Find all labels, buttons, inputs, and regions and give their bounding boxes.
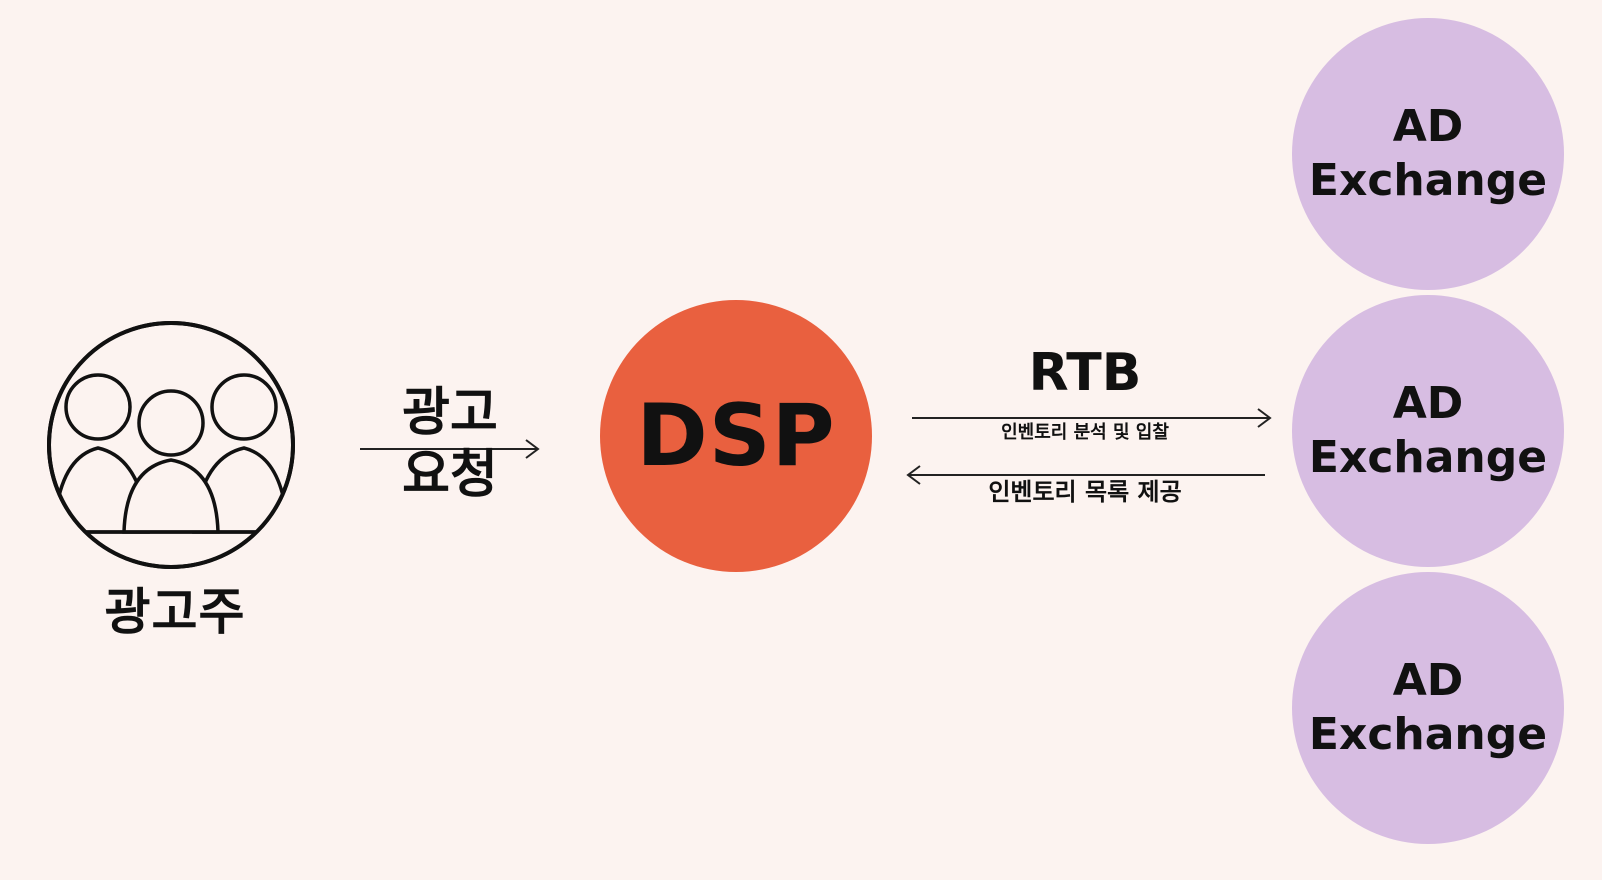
advertiser-label: 광고주 — [104, 583, 246, 641]
ad-request-label: 광고 요청 — [390, 382, 510, 506]
ad-exchange-line1: AD — [1392, 655, 1464, 706]
bid-arrow — [912, 408, 1272, 428]
ad-exchange-node: AD Exchange — [1292, 18, 1564, 290]
ad-exchange-line2: Exchange — [1308, 155, 1548, 206]
ad-exchange-line2: Exchange — [1308, 432, 1548, 483]
rtb-title: RTB — [1028, 343, 1142, 403]
inventory-arrow — [906, 465, 1265, 485]
ad-request-line1: 광고 — [402, 383, 498, 443]
inventory-list-label: 인벤토리 목록 제공 — [988, 478, 1182, 506]
dsp-node: DSP — [600, 300, 872, 572]
users-group-icon — [47, 321, 295, 569]
dsp-label: DSP — [636, 386, 836, 486]
ad-exchange-line2: Exchange — [1308, 709, 1548, 760]
ad-exchange-line1: AD — [1392, 378, 1464, 429]
ad-exchange-line1: AD — [1392, 101, 1464, 152]
ad-request-line2: 요청 — [402, 445, 498, 505]
bid-label: 인벤토리 분석 및 입찰 — [1001, 422, 1169, 443]
ad-exchange-node: AD Exchange — [1292, 295, 1564, 567]
ad-exchange-node: AD Exchange — [1292, 572, 1564, 844]
request-arrow — [360, 439, 540, 459]
